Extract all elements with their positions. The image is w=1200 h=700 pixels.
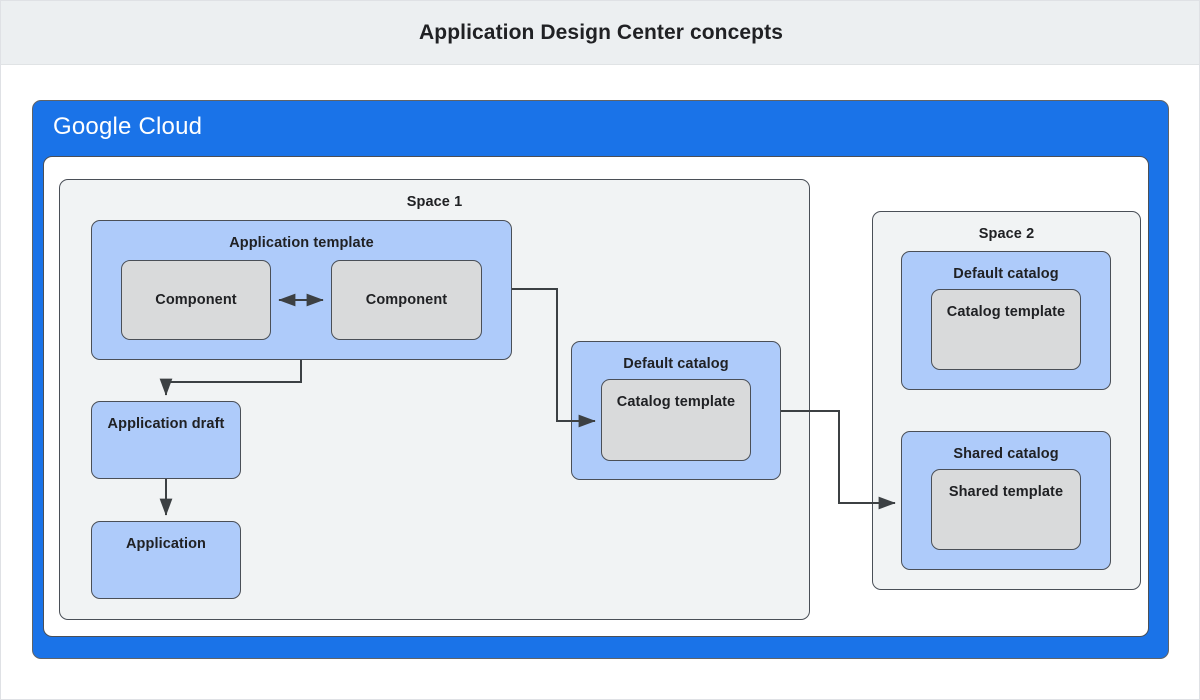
component-box-1: Component xyxy=(121,260,271,340)
space-2-label: Space 2 xyxy=(978,226,1035,242)
default-catalog-label-space1: Default catalog xyxy=(623,356,729,372)
catalog-template-label-space2: Catalog template xyxy=(946,304,1066,320)
google-cloud-logo: Google Cloud xyxy=(53,113,202,141)
space-1-label: Space 1 xyxy=(406,194,463,210)
shared-template-box: Shared template xyxy=(931,469,1081,550)
default-catalog-label-space2: Default catalog xyxy=(953,266,1059,282)
google-cloud-logo-primary: Google xyxy=(53,113,132,140)
shared-catalog-label: Shared catalog xyxy=(953,446,1059,462)
shared-template-label: Shared template xyxy=(948,484,1064,500)
application-box: Application xyxy=(91,521,241,599)
application-draft-box: Application draft xyxy=(91,401,241,479)
catalog-template-label-space1: Catalog template xyxy=(616,394,736,410)
component-label-2: Component xyxy=(365,292,448,308)
application-label: Application xyxy=(125,536,207,552)
google-cloud-logo-secondary: Cloud xyxy=(138,113,203,140)
component-box-2: Component xyxy=(331,260,482,340)
catalog-template-box-space2: Catalog template xyxy=(931,289,1081,370)
page-title: Application Design Center concepts xyxy=(419,21,783,44)
catalog-template-box-space1: Catalog template xyxy=(601,379,751,461)
application-draft-label: Application draft xyxy=(107,416,225,432)
component-label-1: Component xyxy=(155,292,237,308)
application-template-label: Application template xyxy=(229,235,374,251)
header-bar: Application Design Center concepts xyxy=(1,1,1199,65)
